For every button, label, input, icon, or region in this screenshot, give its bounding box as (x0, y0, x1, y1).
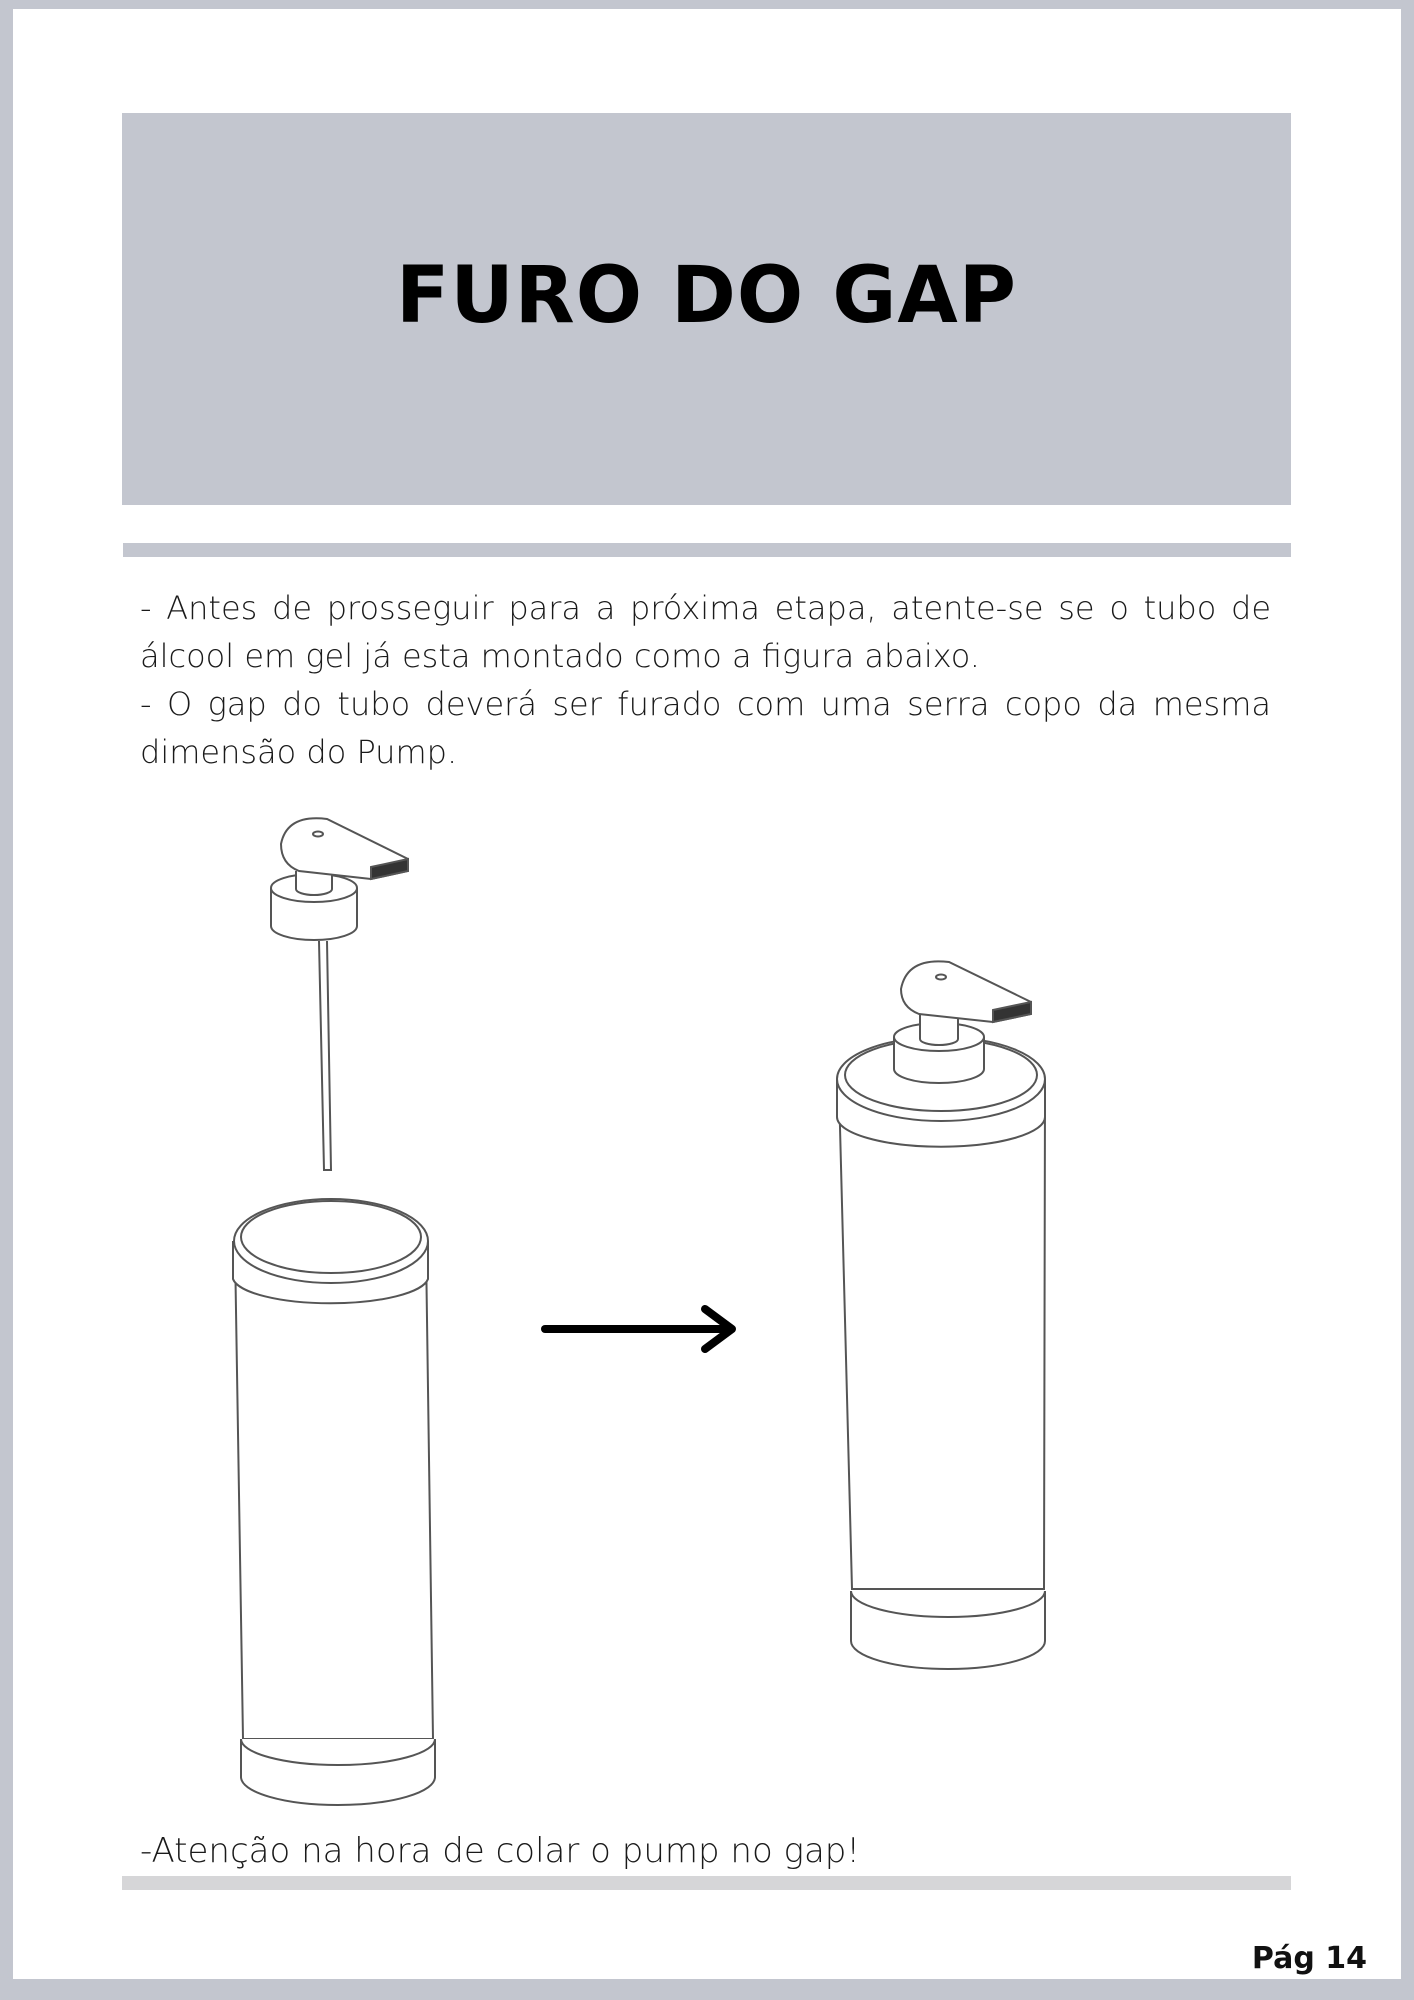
page-number: Pág 14 (1251, 1941, 1367, 1976)
pump-exploded (270, 817, 409, 1171)
title-banner: FURO DO GAP (122, 113, 1291, 505)
assembly-illustration (232, 817, 1046, 1806)
page-title: FURO DO GAP (396, 251, 1017, 341)
instruction-paragraph-2: - O gap do tubo deverá ser furado com um… (140, 685, 1271, 771)
attention-note: -Atenção na hora de colar o pump no gap! (140, 1831, 861, 1871)
instruction-paragraph-1: - Antes de prosseguir para a próxima eta… (140, 589, 1271, 675)
document-page: FURO DO GAP - Antes de prosseguir para a… (13, 9, 1401, 1979)
bottom-divider (122, 1876, 1291, 1890)
top-divider (123, 543, 1291, 557)
bottle-assembled (836, 960, 1046, 1670)
bottle-open (232, 1198, 436, 1806)
instructions-text: - Antes de prosseguir para a próxima eta… (140, 584, 1271, 776)
arrow-icon (541, 1305, 736, 1353)
